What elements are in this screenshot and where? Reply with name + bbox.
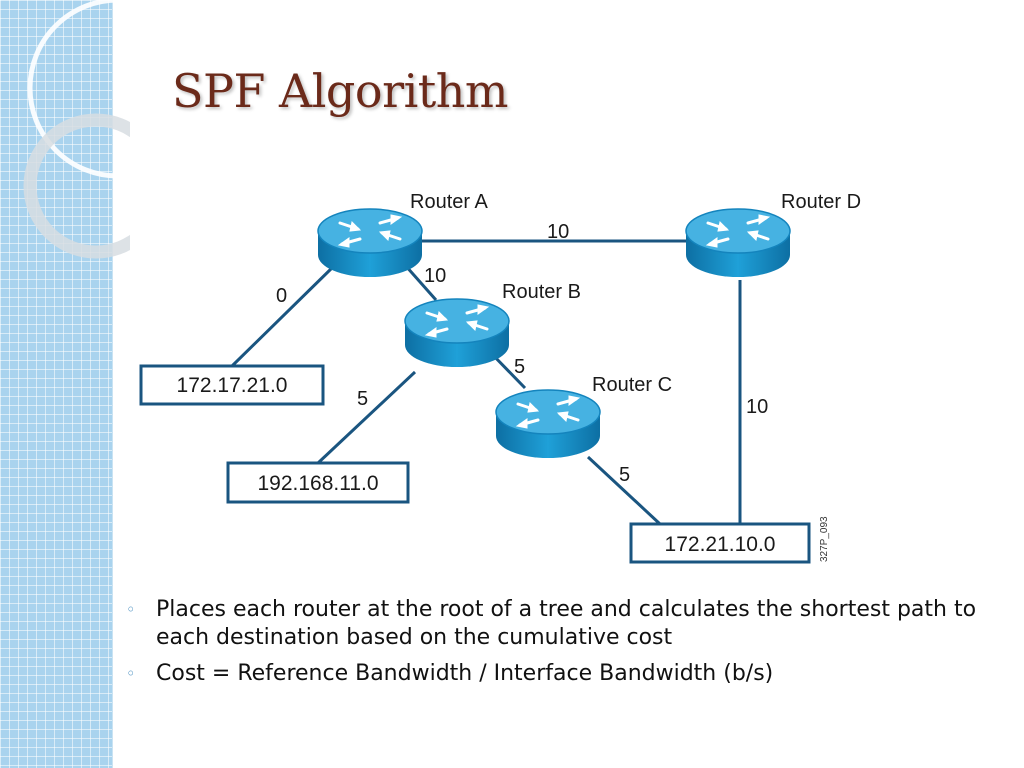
router-b-icon	[403, 297, 511, 369]
network-1-label: 172.17.21.0	[177, 374, 288, 397]
decorative-ring-large	[27, 0, 130, 179]
link-c-n3	[586, 455, 662, 526]
cost-a-b: 10	[424, 265, 446, 287]
network-box-2-frame	[226, 461, 410, 504]
hollow-circle-bullet-icon: ◦	[126, 600, 136, 619]
figure-code: 327P_093	[819, 516, 830, 562]
decorative-ring-small	[23, 113, 130, 259]
router-c-icon	[494, 388, 602, 460]
links	[230, 239, 742, 526]
network-topology-diagram: Router A Router D Router B Router C 10 1…	[139, 191, 861, 564]
cost-c-n3: 5	[619, 464, 630, 486]
hollow-circle-bullet-icon: ◦	[126, 664, 136, 683]
cost-b-c: 5	[514, 356, 525, 378]
router-a-icon	[316, 207, 424, 279]
decorative-rings	[23, 0, 130, 259]
cost-d-n3: 10	[746, 396, 768, 418]
network-box-1-frame	[139, 364, 325, 406]
link-b-n2	[316, 370, 417, 465]
bullet-text: Places each router at the root of a tree…	[156, 597, 977, 650]
bullet-list: ◦ Places each router at the root of a tr…	[126, 596, 986, 696]
network-box-3-frame	[629, 522, 811, 564]
router-d-label: Router D	[781, 191, 861, 213]
network-box-2: 192.168.11.0	[226, 461, 410, 504]
cost-b-n2: 5	[357, 388, 368, 410]
router-a-label: Router A	[410, 191, 488, 213]
cost-a-n1: 0	[276, 285, 287, 307]
network-3-label: 172.21.10.0	[665, 533, 776, 556]
bullet-item-root-of-tree: ◦ Places each router at the root of a tr…	[126, 596, 986, 652]
network-2-label: 192.168.11.0	[257, 472, 378, 495]
cost-a-d: 10	[547, 221, 569, 243]
router-d-icon	[684, 207, 792, 279]
slide-title: SPF Algorithm	[172, 64, 509, 118]
bullet-item-cost-formula: ◦ Cost = Reference Bandwidth / Interface…	[126, 660, 986, 688]
network-box-1: 172.17.21.0	[139, 364, 325, 406]
link-a-n1	[230, 263, 337, 368]
router-b-label: Router B	[502, 281, 581, 303]
link-a-b	[403, 264, 438, 301]
network-box-3: 172.21.10.0	[629, 522, 811, 564]
bullet-text: Cost = Reference Bandwidth / Interface B…	[156, 661, 774, 686]
router-c-label: Router C	[592, 374, 672, 396]
